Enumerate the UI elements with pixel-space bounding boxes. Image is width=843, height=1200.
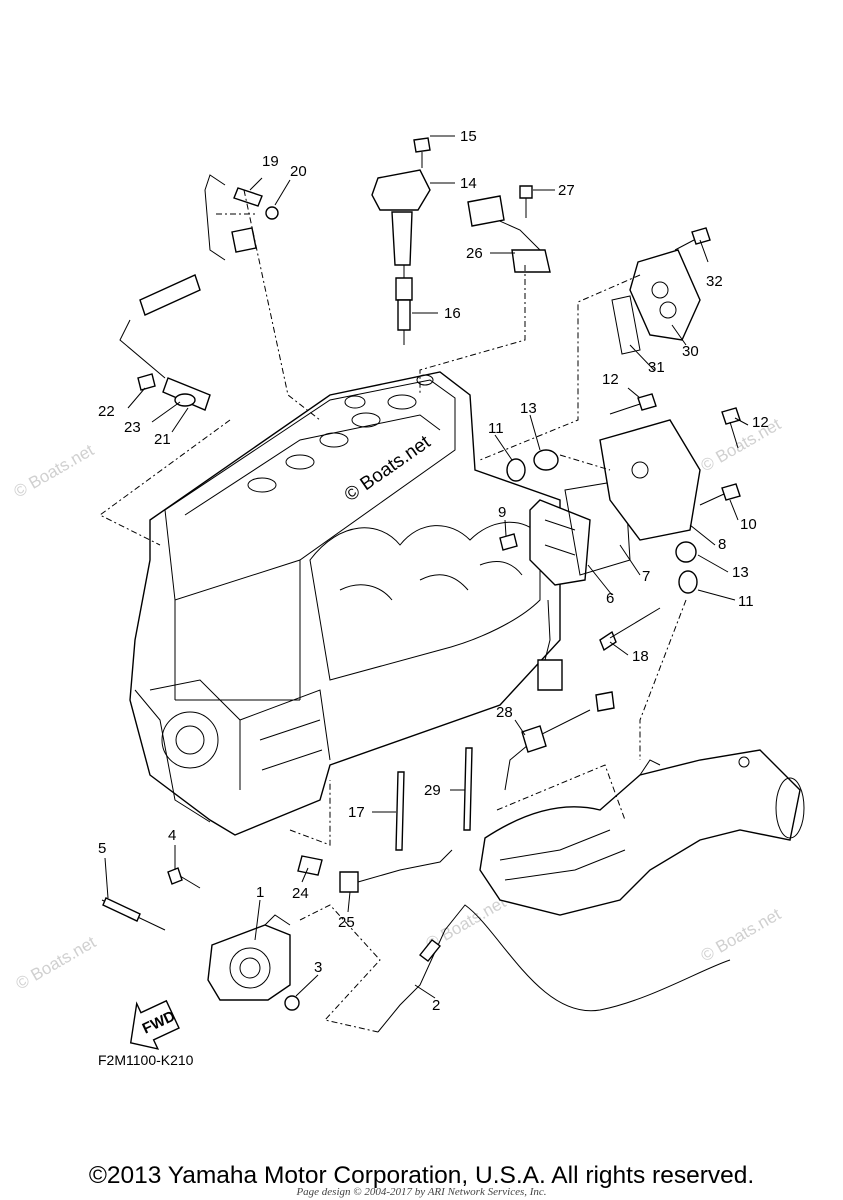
callout-23: 23	[124, 419, 141, 436]
callout-12a: 12	[602, 371, 619, 388]
callout-28: 30	[682, 343, 699, 360]
bolt-9	[499, 533, 518, 551]
grommet-13-lower	[675, 541, 697, 563]
callout-18: 18	[632, 648, 649, 665]
callout-9: 9	[498, 504, 506, 521]
gasket-29	[611, 295, 641, 355]
callout-14: 14	[460, 175, 477, 192]
callout-17: 17	[348, 804, 365, 821]
sensor-27	[339, 849, 453, 893]
throttle-cable-2	[377, 904, 731, 1033]
callout-13a: 13	[520, 400, 537, 417]
bolt-10	[699, 483, 741, 506]
callout-19: 19	[262, 153, 279, 170]
callout-31: 28	[496, 704, 513, 721]
callout-25: 27	[558, 182, 575, 199]
callout-10: 10	[740, 516, 757, 533]
leader-lines	[104, 135, 749, 999]
bolt-4	[167, 867, 201, 889]
callout-20: 20	[290, 163, 307, 180]
spark-plug-16	[395, 265, 413, 345]
diagram-code: F2M1100-K210	[98, 1052, 194, 1068]
cable-tie-17	[395, 771, 405, 851]
stud-18	[599, 607, 661, 652]
cam-cover-ports	[247, 374, 434, 493]
callout-24: 26	[466, 245, 483, 262]
wire-harness	[537, 599, 615, 712]
callout-11a: 11	[488, 420, 504, 437]
sensor-31	[504, 709, 591, 791]
washer-20	[265, 206, 279, 220]
grommet-13-upper	[533, 449, 559, 471]
bolt-22	[137, 373, 156, 391]
nut-3	[284, 995, 300, 1011]
reference-lines	[99, 189, 687, 1033]
copyright-notice: ©2013 Yamaha Motor Corporation, U.S.A. A…	[88, 1162, 755, 1189]
bolt-15	[413, 137, 431, 168]
ignition-coil-14	[371, 169, 431, 266]
gasket-23	[174, 393, 196, 407]
exhaust-pipe	[479, 749, 805, 916]
callout-3: 3	[314, 959, 322, 976]
exhaust-manifold	[309, 521, 541, 681]
bolt-30	[674, 227, 711, 251]
callout-16: 16	[444, 305, 461, 322]
callout-4: 4	[168, 827, 176, 844]
callout-5: 5	[98, 840, 106, 857]
callout-21: 21	[154, 431, 171, 448]
sensor-24	[467, 195, 551, 273]
callout-11b: 11	[738, 593, 754, 610]
callout-6: 6	[606, 590, 614, 607]
watermark-left-bottom: © Boats.net	[13, 932, 100, 993]
callout-32: 29	[424, 782, 441, 799]
callout-7: 7	[642, 568, 650, 585]
callout-22: 22	[98, 403, 115, 420]
ecu-box-6	[529, 499, 591, 586]
callout-29: 31	[648, 359, 665, 376]
bolt-12-right	[721, 407, 741, 449]
page-credit: Page design © 2004-2017 by ARI Network S…	[296, 1186, 547, 1198]
crankcase-lower	[134, 679, 331, 823]
callout-12b: 12	[752, 414, 769, 431]
sensor-21	[119, 274, 211, 411]
throttle-body	[207, 914, 291, 1001]
bracket-8	[599, 419, 701, 541]
callout-2: 2	[432, 997, 440, 1014]
bolt-12-upper	[609, 393, 657, 415]
spring-rod-5	[101, 897, 166, 931]
watermark-left-top: © Boats.net	[11, 440, 98, 501]
callout-13b: 13	[732, 564, 749, 581]
sensor-19	[204, 174, 263, 261]
callout-1: 1	[256, 884, 264, 901]
watermark-right-mid: © Boats.net	[698, 414, 785, 475]
callout-26: 24	[292, 885, 309, 902]
callout-8: 8	[718, 536, 726, 553]
collar-11-upper	[506, 458, 526, 482]
callout-numbers: 15 14 27 26 16 19 20 22 23 21 32 31 30 1…	[98, 128, 769, 1014]
callout-15: 15	[460, 128, 477, 145]
callout-30: 32	[706, 273, 723, 290]
sensor-26	[297, 855, 323, 876]
collar-11-lower	[678, 570, 698, 594]
bolt-25	[519, 185, 533, 218]
cover-28	[629, 249, 701, 341]
watermark-right-low: © Boats.net	[698, 904, 785, 965]
cable-tie-32	[463, 747, 473, 831]
callout-27: 25	[338, 914, 355, 931]
fwd-arrow-icon: FWD	[129, 999, 180, 1050]
engine-block	[129, 371, 561, 836]
